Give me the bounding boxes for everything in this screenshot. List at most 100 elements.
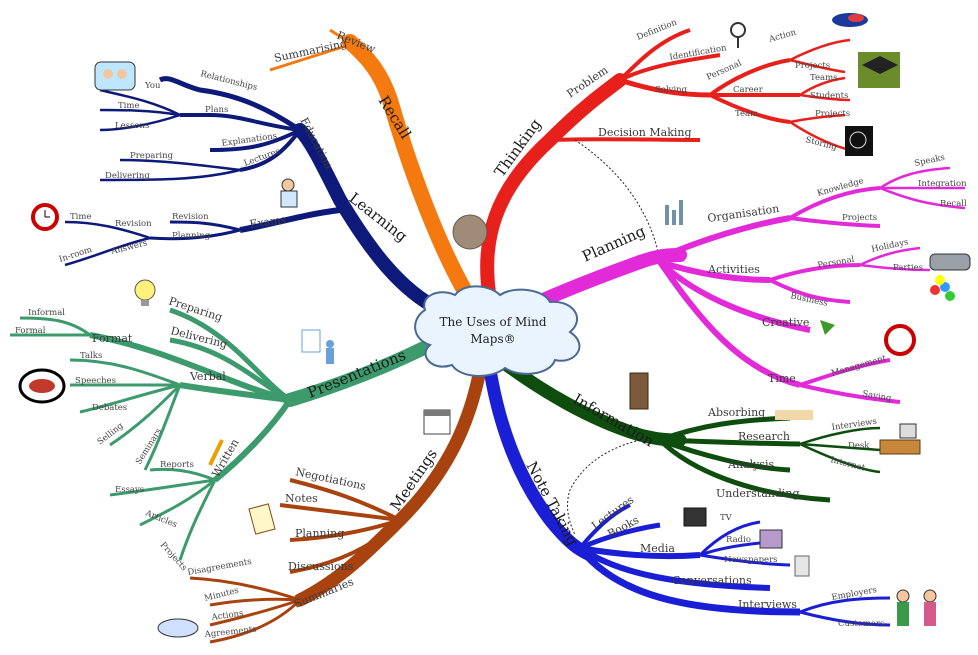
- exams-revision-label: Revision: [172, 212, 209, 222]
- personal-action-line: [789, 38, 851, 62]
- magnifier-icon: [730, 22, 746, 48]
- summaries-agreements-line: [209, 598, 302, 644]
- lectures-preparing-line: [119, 158, 241, 172]
- written-articles-label: Articles: [143, 508, 178, 530]
- meetings-discussions-line: [289, 518, 402, 574]
- personal-projects-line: [789, 58, 846, 74]
- team-storing-line: [789, 120, 851, 152]
- chart-bars-icon: [665, 200, 683, 225]
- presentations-main-line: [283, 338, 437, 407]
- learning-main-line: [293, 123, 447, 317]
- meetings-planning-line: [289, 518, 401, 542]
- research-desk-line: [799, 442, 881, 452]
- planning-activities-label: Activities: [707, 263, 760, 276]
- thinking-decision-label: Decision Making: [598, 126, 692, 139]
- summaries-disagreements-label: Disagreements: [187, 557, 253, 578]
- information-understanding-label: Understanding: [716, 487, 800, 500]
- thinking-planning-connector: [574, 139, 661, 261]
- books-stack-icon: [629, 372, 649, 410]
- radio-icon: [759, 529, 783, 549]
- education-relationships-line: [158, 76, 302, 133]
- pencil-icon: [208, 439, 224, 466]
- center-cloud-shape: [414, 285, 581, 377]
- summaries-disagreements-line: [189, 576, 301, 602]
- notes-conversations-label: Conversations: [672, 574, 752, 587]
- career-teams-line: [799, 76, 846, 97]
- graduation-cap-icon: [858, 52, 900, 88]
- problem-solving-line: [619, 77, 711, 98]
- meetings-notes-label: Notes: [285, 492, 318, 505]
- media-radio-label: Radio: [726, 535, 751, 545]
- written-essays-label: Essays: [115, 485, 144, 495]
- exams-revision-line: [169, 220, 241, 232]
- thinking-branch: [480, 28, 851, 307]
- alarm-clock-icon: [31, 203, 59, 231]
- information-absorbing-label: Absorbing: [707, 406, 765, 419]
- planning-creative-line: [657, 259, 811, 333]
- plans-time-label: Time: [118, 101, 139, 111]
- recall-main-line: [342, 34, 478, 308]
- exams-answers-label: Answers: [109, 238, 148, 257]
- career-teams-label: Teams: [810, 73, 838, 83]
- verbal-talks-line: [69, 358, 181, 387]
- solving-personal-line: [708, 58, 791, 97]
- notes-lectures-line: [578, 503, 631, 550]
- solving-team-label: Team: [735, 109, 758, 119]
- notes-interviews-label: Interviews: [738, 598, 797, 611]
- knowledge-speaks-label: Speaks: [914, 153, 946, 169]
- media-newspapers-label: Newspapers: [724, 555, 778, 565]
- research-internet-label: Internet: [829, 455, 866, 473]
- verbal-talks-label: Talks: [80, 351, 102, 361]
- written-reports-line: [149, 467, 216, 482]
- lectures-delivering-label: Delivering: [105, 171, 150, 181]
- thinking-decision-line: [549, 137, 701, 142]
- career-students-line: [799, 93, 851, 102]
- exams-planning-label: Planning: [172, 231, 211, 241]
- information-analysis-line: [659, 437, 791, 473]
- notes-media-label: Media: [640, 542, 675, 555]
- notes-conversations-line: [578, 545, 771, 591]
- lectures-delivering-line: [99, 168, 241, 182]
- handshake-icon: [157, 618, 199, 638]
- research-desk-label: Desk: [848, 441, 870, 451]
- thinking-main-line: [480, 73, 627, 307]
- balloons-icon: [930, 275, 955, 301]
- knowledge-recall-line: [879, 186, 966, 210]
- lightbulb-icon: [134, 279, 156, 306]
- time-management-label: Management: [830, 353, 888, 378]
- calendar-icon: [423, 409, 451, 435]
- brain-icon: [452, 214, 488, 250]
- recall-summarising-line: [269, 42, 353, 72]
- branch-presentations-label: Presentations: [305, 346, 409, 402]
- notes-interviews-line: [577, 545, 801, 616]
- exams-revision-leaf-label: Revision: [115, 219, 152, 229]
- planning-activities-line: [659, 259, 771, 283]
- people-meeting-icon: [896, 589, 937, 626]
- planning-organisation-line: [658, 215, 791, 261]
- verbal-seminars-line: [143, 384, 182, 471]
- interviews-customers-label: Customers: [838, 619, 884, 629]
- notes-books-line: [579, 522, 661, 551]
- verbal-selling-line: [109, 383, 182, 447]
- meetings-branch: [189, 363, 487, 644]
- notepad-icon: [248, 503, 276, 535]
- planning-inroom-line: [64, 236, 151, 267]
- plans-lessons-line: [99, 113, 181, 132]
- lectures-preparing-label: Preparing: [130, 151, 174, 161]
- desk-icon: [879, 423, 921, 455]
- solving-team-line: [709, 93, 791, 124]
- personal-parties-label: Parties: [893, 263, 923, 273]
- problem-solving-label: Solving: [655, 85, 688, 95]
- information-absorbing-line: [659, 415, 791, 443]
- presentations-format-line: [89, 332, 291, 403]
- information-analysis-label: Analysis: [727, 458, 774, 471]
- recall-branch: [269, 28, 478, 308]
- verbal-debates-label: Debates: [92, 403, 127, 413]
- note-taking-main-line: [483, 363, 597, 562]
- team-projects-label: Projects: [815, 109, 850, 119]
- personal-parties-line: [859, 263, 931, 272]
- time-saving-line: [799, 383, 901, 404]
- solving-career-label: Career: [733, 85, 764, 95]
- verbal-debates-line: [79, 383, 181, 414]
- presenter-board-icon: [301, 329, 334, 364]
